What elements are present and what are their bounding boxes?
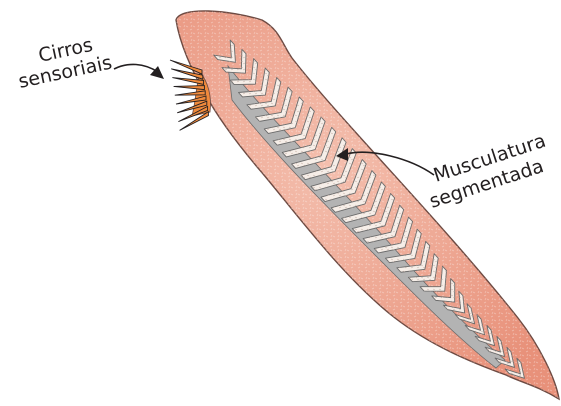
cirrus-spike xyxy=(174,86,205,90)
cirros-arrow xyxy=(114,64,158,72)
cirrus-spike xyxy=(175,91,205,95)
